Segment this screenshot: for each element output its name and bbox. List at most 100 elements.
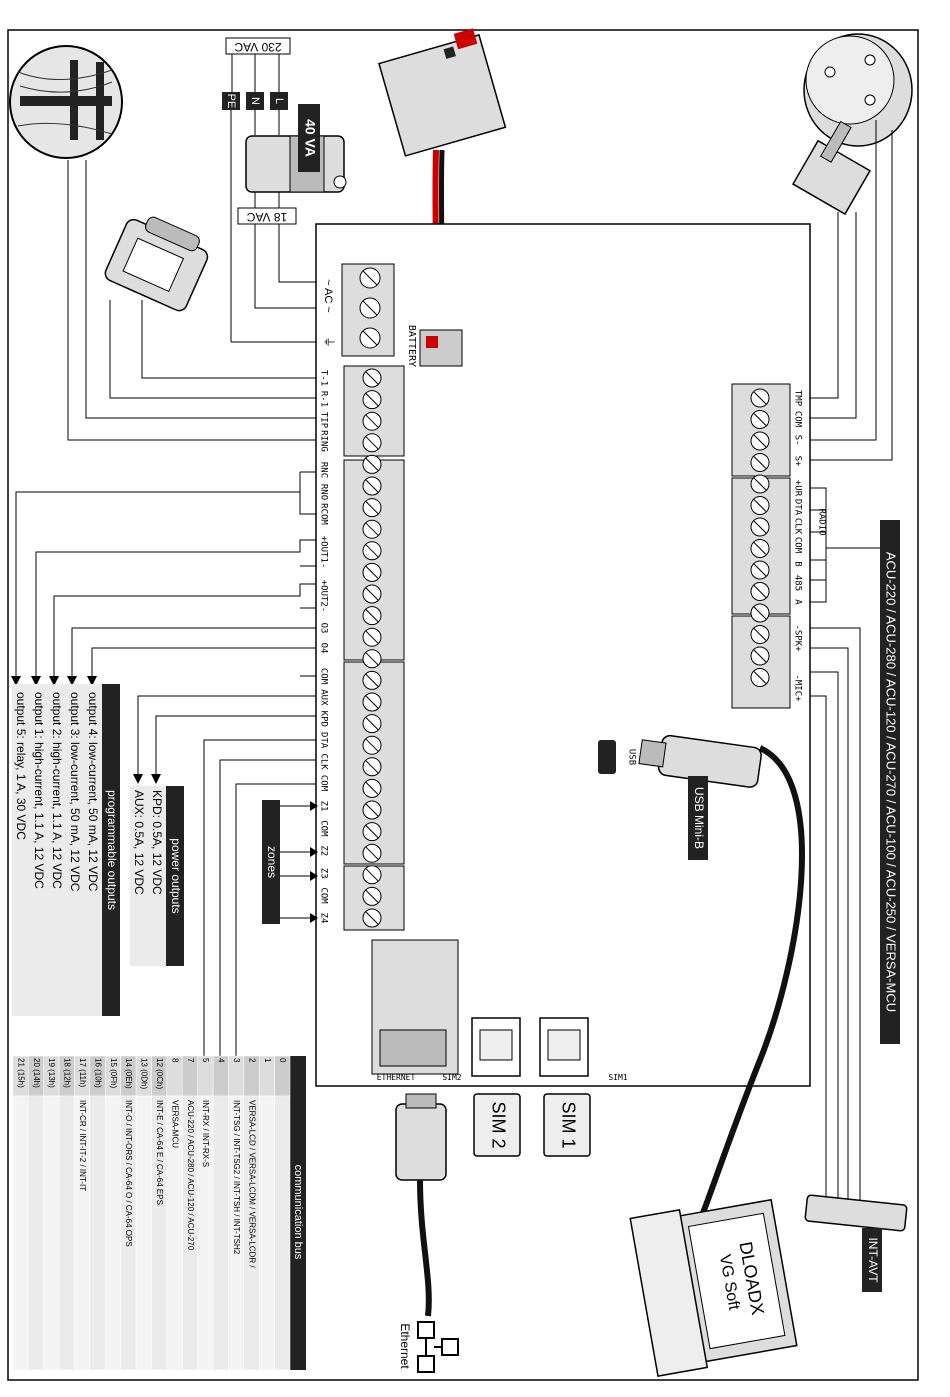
left-terminal-labels: T-1R-1TIPRINGRNCRNORCOM+OUT1-+OUT2-O3O4C… xyxy=(319,370,329,924)
power-outputs-title: power outputs xyxy=(169,838,183,913)
programmable-output-item: output 5: relay, 1 A, 30 VDC xyxy=(14,692,28,840)
terminal-label-21: COM xyxy=(319,887,329,904)
radio-terminal-label-6: A xyxy=(793,599,803,605)
ethernet-port-label: ETHERNET xyxy=(377,1073,416,1082)
frame xyxy=(7,29,919,1381)
programmable-outputs-table: programmable outputs output 4: low-curre… xyxy=(12,684,120,1016)
bus-address: 17 (11h) xyxy=(78,1058,87,1088)
terminal-label-14: DTA xyxy=(319,732,329,749)
bus-address: 18 (12h) xyxy=(63,1058,72,1088)
bus-device: INT-E / CA-64 E / CA-64 EPS xyxy=(155,1100,164,1205)
bus-address: 12 (0Ch) xyxy=(155,1058,164,1089)
mains-supply: 230 VAC PE N L xyxy=(222,37,291,342)
spk-label: -SPK+ xyxy=(793,624,803,652)
terminal-label-15: CLK xyxy=(319,753,329,770)
terminal-label-18: COM xyxy=(319,820,329,837)
sim-cards: SIM 1 SIM 2 xyxy=(473,1093,591,1157)
right-terminal-labels: TMPCOMS-S+RADIO+URDTACLKCOMB485A-SPK+-MI… xyxy=(793,390,827,702)
bus-address: 5 xyxy=(201,1058,210,1063)
bus-address: 8 xyxy=(170,1058,179,1063)
usb-mini-label: USB Mini-B xyxy=(692,787,706,849)
int-avt-label: INT-AVT xyxy=(866,1237,880,1283)
bus-device: VERSA-LCD / VERSA-LCDM / VERSA-LCDR / xyxy=(247,1100,256,1268)
ac-terminal-block: ~ AC ~ ⏚ xyxy=(322,263,395,357)
tamper-label-0: TMP xyxy=(793,390,803,407)
telephone-pole-icon xyxy=(9,45,123,159)
terminal-label-6: RCOM xyxy=(319,503,329,525)
ethernet-port: ETHERNET SIM2 xyxy=(371,939,462,1082)
tamper-label-3: S+ xyxy=(793,456,803,467)
usb-cable: USB Mini-B xyxy=(638,734,805,1243)
bus-device: INT-RX / INT-RX-S xyxy=(201,1100,210,1167)
bus-address: 2 xyxy=(247,1058,256,1063)
ethernet-label: Ethernet xyxy=(398,1323,412,1369)
output-wiring xyxy=(15,471,316,676)
terminal-label-4: RNC xyxy=(319,462,329,478)
l-label: L xyxy=(273,98,285,104)
power-output-arrows xyxy=(133,774,161,784)
radio-terminal-label-0: +UR xyxy=(793,480,803,497)
telephone-icon xyxy=(104,216,209,312)
terminal-label-11: COM xyxy=(319,668,329,685)
sim1-port-label: SIM1 xyxy=(608,1073,627,1082)
tamper-label-2: S- xyxy=(793,435,803,446)
terminal-label-1: R-1 xyxy=(319,391,329,407)
sim2-port-label: SIM2 xyxy=(442,1073,461,1082)
int-avt-wiring xyxy=(810,627,861,1200)
radio-terminal-label-2: CLK xyxy=(793,518,803,535)
pe-label: PE xyxy=(225,94,237,109)
bus-address: 16 (10h) xyxy=(93,1058,102,1088)
n-label: N xyxy=(249,97,261,105)
terminal-label-9: O3 xyxy=(319,623,329,634)
detector-wiring xyxy=(810,120,893,461)
terminal-label-0: T-1 xyxy=(319,370,329,386)
ac-label: ~ AC ~ xyxy=(322,279,334,313)
right-terminal-strip xyxy=(731,383,791,709)
terminal-label-10: O4 xyxy=(319,643,329,654)
mains-label: 230 VAC xyxy=(234,40,281,54)
transformer-label: 40 VA xyxy=(302,119,318,157)
bus-device: INT-TSG / INT-TSG2 / INT-TSH / INT-TSH2 xyxy=(232,1100,241,1255)
usb-port: USB xyxy=(598,740,637,774)
acu-label: ACU-220 / ACU-280 / ACU-120 / ACU-270 / … xyxy=(884,552,899,1012)
telephone-wiring xyxy=(67,160,316,441)
bus-address: 1 xyxy=(263,1058,272,1063)
left-terminal-strip xyxy=(343,365,405,931)
terminal-label-13: KPD xyxy=(319,711,329,727)
terminal-label-2: TIP xyxy=(319,412,329,429)
terminal-label-5: RNO xyxy=(319,484,329,500)
bus-device: ACU-220 / ACU-280 / ACU-120 / ACU-270 xyxy=(186,1100,195,1251)
power-output-item: KPD: 0.5A, 12 VDC xyxy=(150,790,164,895)
terminal-label-3: RING xyxy=(319,430,329,452)
terminal-label-12: AUX xyxy=(319,689,329,706)
detector-icon xyxy=(803,33,913,147)
bus-device: INT-O / INT-ORS / CA-64 O / CA-64 OPS xyxy=(124,1100,133,1247)
usb-port-label: USB xyxy=(627,749,637,765)
programmable-output-item: output 2: high-current, 1.1 A, 12 VDC xyxy=(50,692,64,889)
int-avt-icon: INT-AVT xyxy=(804,1194,908,1292)
bus-address: 13 (0Dh) xyxy=(140,1058,149,1089)
bus-address: 20 (14h) xyxy=(32,1058,41,1088)
radio-terminal-label-1: DTA xyxy=(793,499,803,516)
bus-address: 3 xyxy=(232,1058,241,1063)
bus-device: VERSA-MCU xyxy=(170,1100,179,1148)
sim-holders: SIM1 xyxy=(471,1017,628,1082)
tamper-label-1: COM xyxy=(793,411,803,428)
radio-terminal-label-3: COM xyxy=(793,537,803,554)
programmable-output-item: output 4: low-current, 50 mA, 12 VDC xyxy=(86,692,100,892)
radio-terminal-label-4: B xyxy=(793,561,803,566)
radio-label: RADIO xyxy=(817,508,827,535)
programmable-output-item: output 3: low-current, 50 mA, 12 VDC xyxy=(68,692,82,892)
bus-address: 0 xyxy=(278,1058,287,1063)
bus-address: 7 xyxy=(186,1058,195,1063)
laptop-icon: DLOADX VG Soft xyxy=(629,1198,798,1377)
bus-address: 21 (15h) xyxy=(16,1058,25,1088)
bus-address: 15 (0Fh) xyxy=(109,1058,118,1089)
terminal-label-16: COM xyxy=(319,775,329,792)
terminal-label-17: Z1 xyxy=(319,801,329,812)
terminal-label-20: Z3 xyxy=(319,868,329,879)
programmable-output-item: output 1: high-current, 1.1 A, 12 VDC xyxy=(32,692,46,889)
bus-wiring xyxy=(203,739,316,1070)
